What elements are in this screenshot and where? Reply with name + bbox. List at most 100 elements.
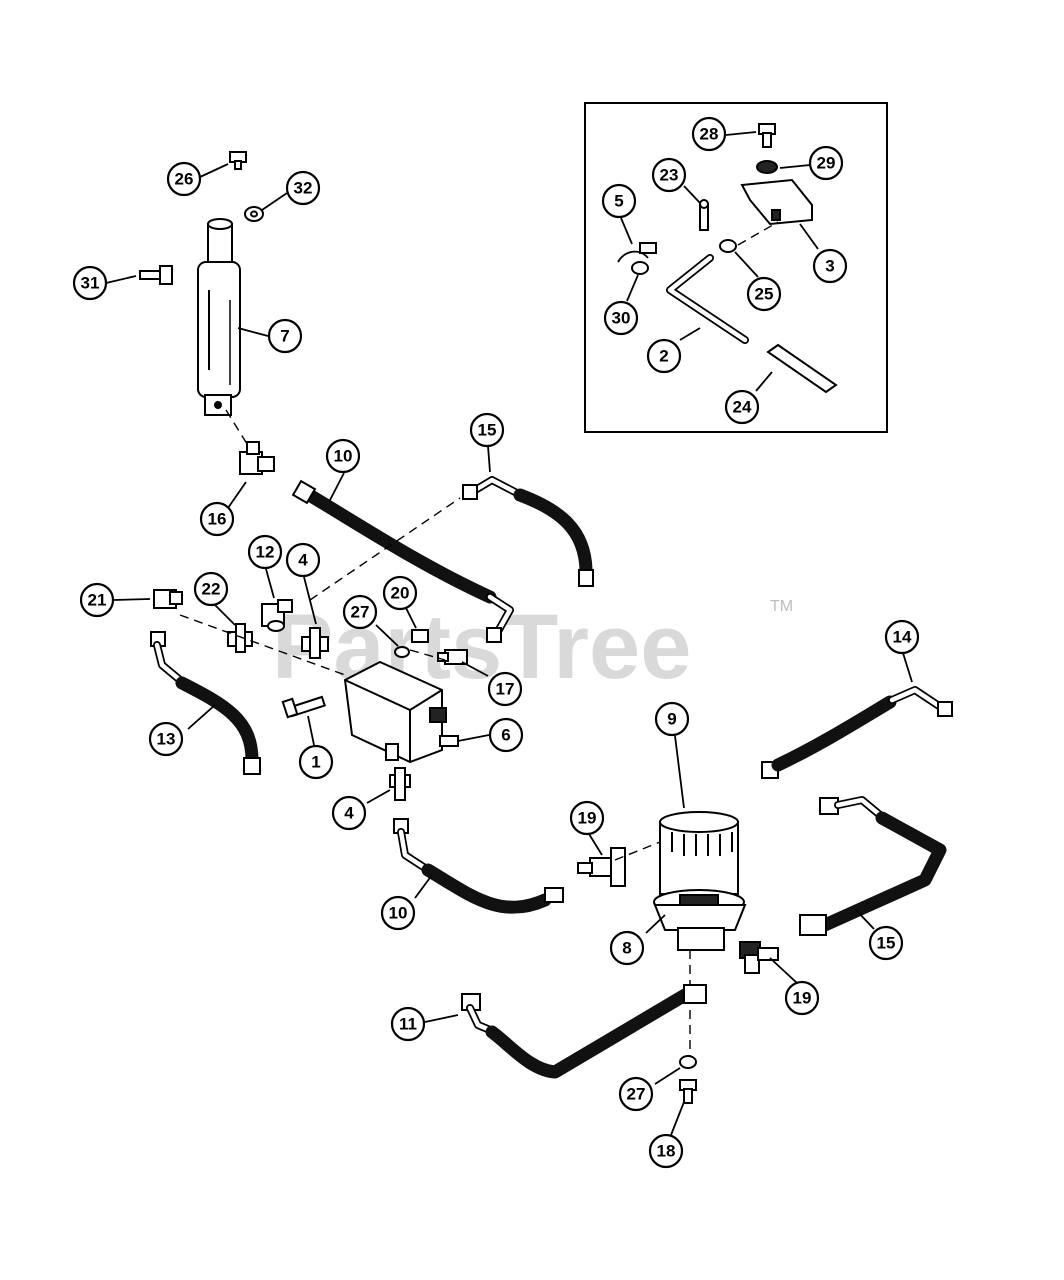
valve-6 xyxy=(343,660,459,764)
callout-19-upper[interactable]: 19 xyxy=(569,800,605,836)
callout-3[interactable]: 3 xyxy=(812,248,848,284)
svg-text:14: 14 xyxy=(893,628,912,647)
callout-10-lower[interactable]: 10 xyxy=(380,895,416,931)
watermark-tm: TM xyxy=(770,598,793,615)
callout-19-lower[interactable]: 19 xyxy=(784,980,820,1016)
svg-text:2: 2 xyxy=(659,347,668,366)
callout-15-right[interactable]: 15 xyxy=(868,925,904,961)
watermark-text: PartsTree xyxy=(272,596,691,698)
svg-text:17: 17 xyxy=(496,680,515,699)
bracket-3 xyxy=(740,178,813,226)
svg-text:21: 21 xyxy=(88,591,107,610)
callout-11[interactable]: 11 xyxy=(390,1006,426,1042)
svg-text:27: 27 xyxy=(351,603,370,622)
svg-text:29: 29 xyxy=(817,154,836,173)
callout-28[interactable]: 28 xyxy=(691,116,727,152)
svg-text:8: 8 xyxy=(622,939,631,958)
clip-5 xyxy=(617,242,657,263)
filter-base-8 xyxy=(653,889,747,951)
washer-27-upper xyxy=(394,646,410,658)
callout-27-upper[interactable]: 27 xyxy=(342,594,378,630)
fitting-16 xyxy=(239,441,275,475)
nut-25 xyxy=(719,239,737,253)
pin-23 xyxy=(699,199,709,231)
callout-20[interactable]: 20 xyxy=(382,575,418,611)
inset-frame xyxy=(584,102,888,433)
callout-23[interactable]: 23 xyxy=(651,157,687,193)
fitting-17 xyxy=(437,649,468,665)
callout-29[interactable]: 29 xyxy=(808,145,844,181)
pin-31 xyxy=(139,265,173,285)
hose-11 xyxy=(461,984,707,1079)
svg-text:32: 32 xyxy=(294,179,313,198)
callout-8[interactable]: 8 xyxy=(609,930,645,966)
adapter-22 xyxy=(227,623,253,653)
svg-text:31: 31 xyxy=(81,274,100,293)
callout-10-upper[interactable]: 10 xyxy=(325,438,361,474)
callouts: 26 32 31 7 16 10 15 12 4 21 22 20 27 17 … xyxy=(72,116,920,1169)
svg-text:15: 15 xyxy=(478,421,497,440)
callout-7[interactable]: 7 xyxy=(267,318,303,354)
callout-31[interactable]: 31 xyxy=(72,265,108,301)
callout-6[interactable]: 6 xyxy=(488,717,524,753)
callout-4-lower[interactable]: 4 xyxy=(331,795,367,831)
svg-text:19: 19 xyxy=(578,809,597,828)
svg-text:7: 7 xyxy=(280,327,289,346)
svg-text:4: 4 xyxy=(298,551,308,570)
parts-drawings xyxy=(139,123,953,1104)
callout-13[interactable]: 13 xyxy=(148,721,184,757)
callout-27-lower[interactable]: 27 xyxy=(618,1076,654,1112)
svg-text:10: 10 xyxy=(389,904,408,923)
callout-26[interactable]: 26 xyxy=(166,161,202,197)
svg-text:28: 28 xyxy=(700,125,719,144)
svg-text:27: 27 xyxy=(627,1085,646,1104)
hose-10-lower xyxy=(393,818,564,914)
filter-9 xyxy=(659,811,739,895)
svg-text:25: 25 xyxy=(755,285,774,304)
svg-text:23: 23 xyxy=(660,166,679,185)
bolt-1 xyxy=(281,695,326,719)
washer-27-lower xyxy=(679,1055,697,1069)
callout-32[interactable]: 32 xyxy=(285,170,321,206)
callout-15-upper[interactable]: 15 xyxy=(469,412,505,448)
handle-2 xyxy=(666,254,749,344)
fitting-12 xyxy=(261,599,293,632)
svg-text:11: 11 xyxy=(399,1015,417,1034)
nut-32 xyxy=(244,206,264,222)
svg-text:13: 13 xyxy=(157,730,176,749)
svg-text:10: 10 xyxy=(334,447,353,466)
callout-4-upper[interactable]: 4 xyxy=(285,542,321,578)
svg-text:9: 9 xyxy=(667,710,676,729)
callout-17[interactable]: 17 xyxy=(487,671,523,707)
callout-18[interactable]: 18 xyxy=(648,1133,684,1169)
svg-text:12: 12 xyxy=(256,543,275,562)
callout-9[interactable]: 9 xyxy=(654,701,690,737)
callout-21[interactable]: 21 xyxy=(79,582,115,618)
cylinder-7 xyxy=(197,218,241,416)
grip-24 xyxy=(766,343,838,394)
svg-text:18: 18 xyxy=(657,1142,676,1161)
callout-16[interactable]: 16 xyxy=(199,501,235,537)
svg-text:5: 5 xyxy=(614,192,623,211)
svg-text:1: 1 xyxy=(311,753,320,772)
hose-13 xyxy=(150,631,261,775)
svg-text:4: 4 xyxy=(344,804,354,823)
adapter-4-lower xyxy=(389,767,411,801)
bolt-26 xyxy=(229,151,247,170)
svg-text:19: 19 xyxy=(793,989,812,1008)
callout-1[interactable]: 1 xyxy=(298,744,334,780)
washer-30 xyxy=(631,261,649,275)
callout-12[interactable]: 12 xyxy=(247,534,283,570)
callout-5[interactable]: 5 xyxy=(601,183,637,219)
callout-22[interactable]: 22 xyxy=(193,571,229,607)
callout-30[interactable]: 30 xyxy=(603,300,639,336)
callout-24[interactable]: 24 xyxy=(724,389,760,425)
tee-19-upper xyxy=(577,847,626,887)
svg-text:15: 15 xyxy=(877,934,896,953)
leader-lines xyxy=(105,131,913,1136)
callout-2[interactable]: 2 xyxy=(646,338,682,374)
hose-14 xyxy=(761,686,953,779)
callout-14[interactable]: 14 xyxy=(884,619,920,655)
callout-25[interactable]: 25 xyxy=(746,276,782,312)
